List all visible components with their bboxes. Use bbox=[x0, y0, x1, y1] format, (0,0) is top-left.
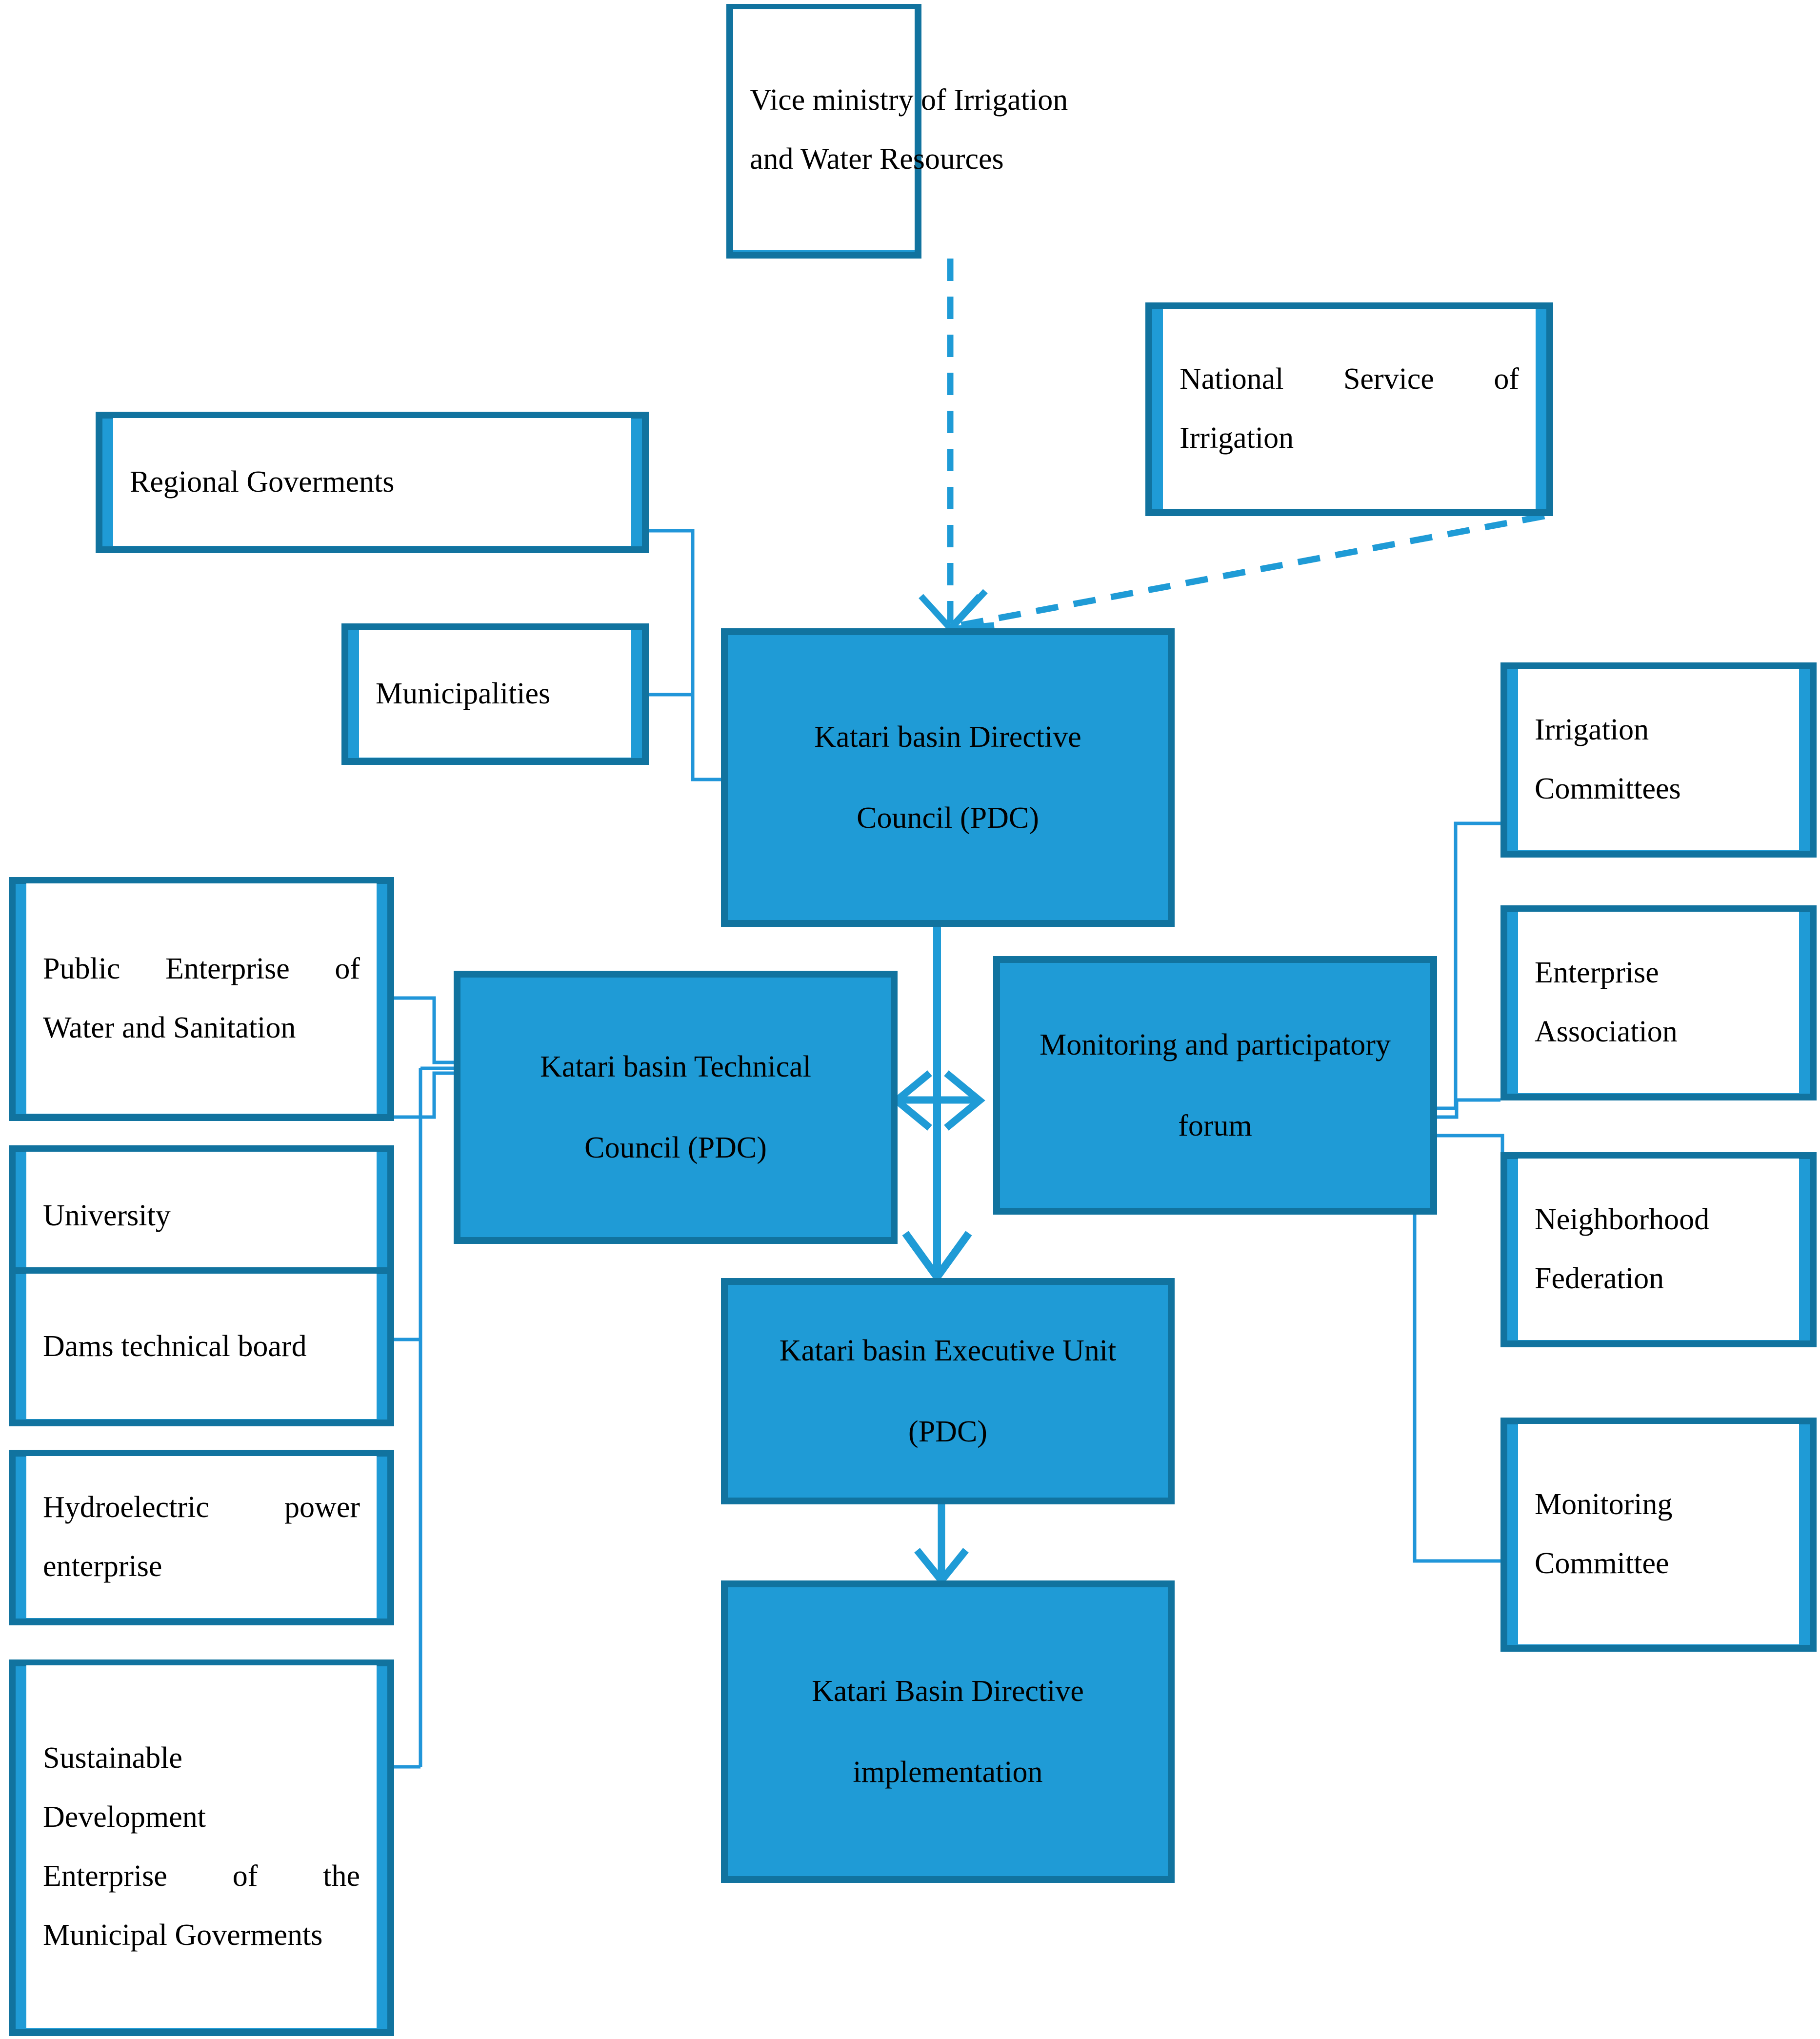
edge-monitoring-forum-to-irrigation-committees bbox=[1437, 821, 1500, 1110]
word: Enterprise bbox=[165, 952, 290, 986]
node-label-line: Monitoring and participatory bbox=[1040, 1028, 1391, 1061]
node-monitoring-committee[interactable]: Monitoring Committee bbox=[1500, 1418, 1817, 1652]
node-label-line: Committee bbox=[1535, 1547, 1669, 1580]
node-label-line: Committees bbox=[1535, 772, 1681, 805]
edge-left-column-trunk bbox=[419, 1066, 454, 1767]
edge-monitoring-forum-to-enterprise-association bbox=[1437, 1098, 1500, 1119]
word: Public bbox=[43, 952, 120, 986]
node-hydroelectric-enterprise[interactable]: Hydroelectric power enterprise bbox=[9, 1450, 394, 1625]
node-label-line-justified: National Service of bbox=[1180, 350, 1519, 409]
node-label-line: Neighborhood bbox=[1535, 1203, 1710, 1237]
node-label-line: University bbox=[43, 1199, 171, 1232]
node-label-line: enterprise bbox=[43, 1550, 162, 1583]
node-label-line-justified: Public Enterprise of bbox=[43, 940, 360, 999]
word: National bbox=[1180, 362, 1284, 396]
node-directive-implementation[interactable]: Katari Basin Directive implementation bbox=[721, 1580, 1175, 1883]
node-label-line: Development bbox=[43, 1800, 206, 1834]
word: Service bbox=[1343, 362, 1434, 396]
node-label-line: Enterprise bbox=[1535, 956, 1659, 990]
node-regional-goverments[interactable]: Regional Goverments bbox=[96, 412, 649, 553]
word: the bbox=[323, 1859, 360, 1893]
node-label-line: Dams technical board bbox=[43, 1329, 307, 1363]
node-label-line-justified: Enterprise of the bbox=[43, 1847, 360, 1906]
node-label-line: Municipal Goverments bbox=[43, 1918, 323, 1952]
node-label-line: Council (PDC) bbox=[584, 1131, 767, 1164]
edge-regional-goverments-to-directive-council bbox=[649, 529, 721, 781]
node-label-line: Katari basin Executive Unit bbox=[779, 1334, 1117, 1367]
node-label-line-justified: Hydroelectric power bbox=[43, 1478, 360, 1537]
node-label-line: Municipalities bbox=[376, 677, 551, 710]
edge-monitoring-forum-to-neighborhood-federation bbox=[1437, 1134, 1504, 1171]
edge-directive-council-to-executive-unit bbox=[902, 927, 972, 1284]
edge-public-enterprise-to-technical-council bbox=[394, 996, 454, 1064]
node-label-line: Irrigation bbox=[1535, 713, 1649, 747]
node-label-line: Sustainable bbox=[43, 1741, 182, 1775]
edge-nationalservice-to-directive-council bbox=[942, 513, 1545, 633]
node-irrigation-committees[interactable]: Irrigation Committees bbox=[1500, 662, 1817, 858]
node-technical-council[interactable]: Katari basin Technical Council (PDC) bbox=[454, 971, 898, 1244]
node-national-service[interactable]: National Service of Irrigation bbox=[1145, 302, 1553, 516]
edge-viceministry-to-directive-council bbox=[919, 259, 982, 633]
edge-university-to-technical-council bbox=[394, 1071, 454, 1119]
node-university[interactable]: University bbox=[9, 1145, 394, 1287]
node-label-line: Vice ministry of Irrigation bbox=[750, 83, 1068, 117]
node-label-line: Katari Basin Directive bbox=[812, 1675, 1084, 1708]
node-label-line: Katari basin Technical bbox=[540, 1050, 811, 1083]
node-vice-ministry[interactable]: Vice ministry of Irrigation and Water Re… bbox=[726, 4, 1068, 259]
node-enterprise-association[interactable]: Enterprise Association bbox=[1500, 905, 1817, 1100]
node-label-line: Irrigation bbox=[1180, 421, 1294, 455]
word: Hydroelectric bbox=[43, 1491, 209, 1524]
word: of bbox=[1494, 362, 1519, 396]
edge-executive-unit-to-directive-implementation bbox=[914, 1504, 969, 1586]
node-label-line: forum bbox=[1178, 1109, 1252, 1142]
node-municipalities[interactable]: Municipalities bbox=[341, 623, 649, 765]
word: of bbox=[232, 1859, 258, 1893]
word: power bbox=[284, 1491, 360, 1524]
node-neighborhood-federation[interactable]: Neighborhood Federation bbox=[1500, 1152, 1817, 1347]
node-label-line: Water and Sanitation bbox=[43, 1011, 296, 1044]
node-label-line: Monitoring bbox=[1535, 1488, 1673, 1521]
node-label-line: (PDC) bbox=[908, 1415, 987, 1448]
node-executive-unit[interactable]: Katari basin Executive Unit (PDC) bbox=[721, 1278, 1175, 1504]
node-public-enterprise[interactable]: Public Enterprise of Water and Sanitation bbox=[9, 877, 394, 1121]
node-label-line: Katari basin Directive bbox=[814, 720, 1081, 754]
node-label-line: implementation bbox=[853, 1756, 1043, 1789]
edge-technical-council-to-monitoring-forum bbox=[891, 1070, 985, 1131]
node-label-line: and Water Resources bbox=[750, 142, 1004, 176]
node-label-line: Association bbox=[1535, 1015, 1678, 1048]
node-dams-technical-board[interactable]: Dams technical board bbox=[9, 1267, 394, 1426]
node-label-line: Council (PDC) bbox=[857, 801, 1039, 835]
node-monitoring-forum[interactable]: Monitoring and participatory forum bbox=[993, 956, 1437, 1215]
word: of bbox=[335, 952, 360, 986]
node-label-line: Federation bbox=[1535, 1262, 1664, 1295]
node-label-line: Regional Goverments bbox=[130, 465, 395, 499]
word: Enterprise bbox=[43, 1859, 167, 1893]
node-directive-council[interactable]: Katari basin Directive Council (PDC) bbox=[721, 628, 1175, 927]
